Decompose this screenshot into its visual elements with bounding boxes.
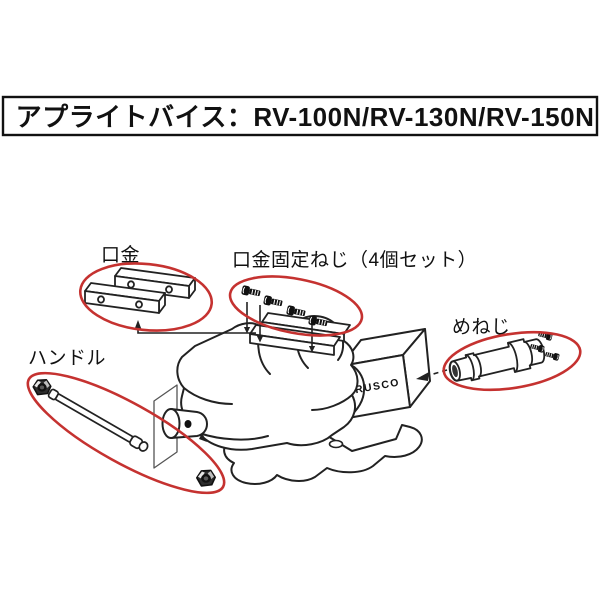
label-jaw-screws: 口金固定ねじ（4個セット）	[232, 249, 477, 271]
handle-guide-plane	[153, 384, 178, 469]
handle-rod-part	[47, 388, 149, 452]
vise-rear-block: TRUSCO	[340, 328, 431, 419]
down-arrow-icon	[308, 346, 316, 353]
highlight-ellipse-screws	[228, 275, 364, 337]
up-arrow-icon	[134, 320, 142, 329]
sleeve-part	[448, 338, 546, 382]
label-female-screw: めねじ	[452, 317, 511, 338]
highlight-ellipse-handle	[26, 371, 226, 495]
jaw-plates-part-group: 口金	[78, 244, 214, 332]
highlight-ellipse-female-screw	[442, 330, 582, 392]
handle-direction-arrow-icon	[199, 433, 207, 442]
down-arrow-icon	[243, 327, 251, 334]
highlight-ellipse-jaw	[78, 262, 214, 332]
vise-illustration: TRUSCO	[153, 312, 431, 485]
down-arrow-icon	[256, 336, 264, 343]
hex-nut-icon	[195, 469, 217, 487]
page-title: アプライトバイス：RV-100N/RV-130N/RV-150N	[16, 102, 595, 132]
label-handle: ハンドル	[28, 348, 106, 369]
hex-nut-icon	[32, 378, 52, 396]
anchor-hole	[328, 439, 344, 449]
handle-hole	[184, 420, 192, 428]
bolt-icon	[544, 350, 561, 362]
handle-part-group: ハンドル	[26, 348, 226, 495]
bolt-icon	[262, 294, 284, 309]
title-box	[1, 95, 599, 137]
bolt-icon	[240, 284, 262, 299]
jaw-plate-parts	[84, 267, 196, 314]
jaw-screws-part-group: 口金固定ねじ（4個セット）	[228, 249, 477, 337]
product-title-bar: アプライトバイス：RV-100N/RV-130N/RV-150N	[1, 95, 599, 137]
left-arrow-icon	[416, 372, 429, 381]
female-screw-part-group: めねじ	[442, 317, 582, 392]
label-jaw-plates: 口金	[101, 244, 140, 266]
